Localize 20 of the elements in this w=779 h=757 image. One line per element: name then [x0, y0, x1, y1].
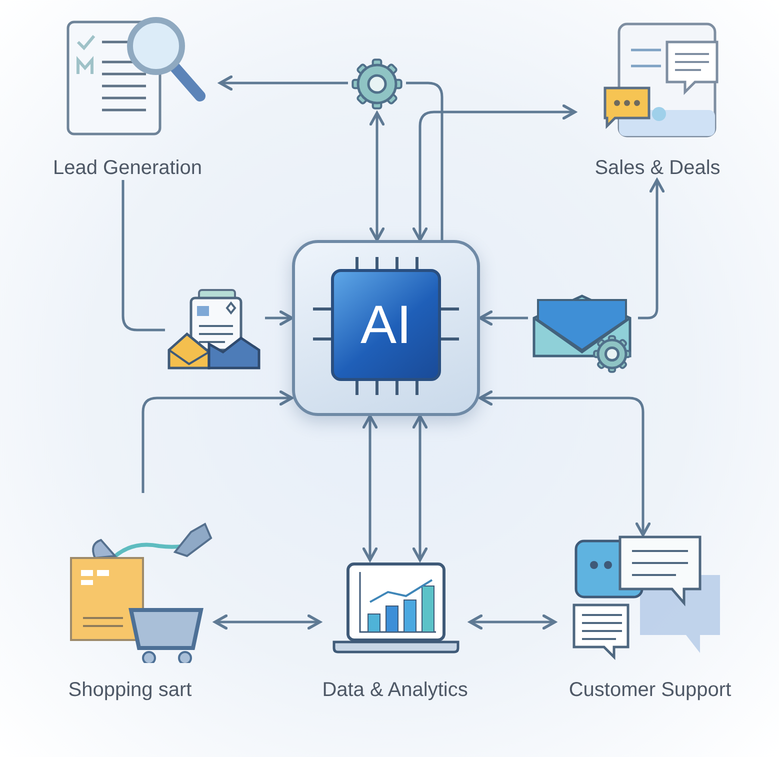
processor-chip — [292, 240, 480, 416]
connector-arrow — [478, 310, 528, 326]
connector-arrow — [478, 390, 651, 536]
chip-label: AI — [360, 295, 412, 355]
connector-arrow — [412, 414, 428, 562]
connector-arrow — [369, 112, 385, 242]
node-label: Customer Support — [568, 678, 732, 702]
connector-line — [406, 82, 444, 240]
connector-arrow — [142, 390, 294, 493]
connector-arrow — [362, 414, 378, 562]
connector-arrow — [214, 614, 322, 630]
connector-line — [122, 180, 165, 332]
node-label: Shopping sart — [67, 678, 193, 702]
connector-arrow — [468, 614, 556, 630]
node-label: Lead Generation — [52, 156, 203, 180]
connector-arrow — [412, 104, 576, 242]
connector-arrow — [218, 75, 348, 91]
node-label: Sales & Deals — [594, 156, 722, 180]
connector-arrow — [265, 310, 294, 326]
node-label: Data & Analytics — [321, 678, 469, 702]
